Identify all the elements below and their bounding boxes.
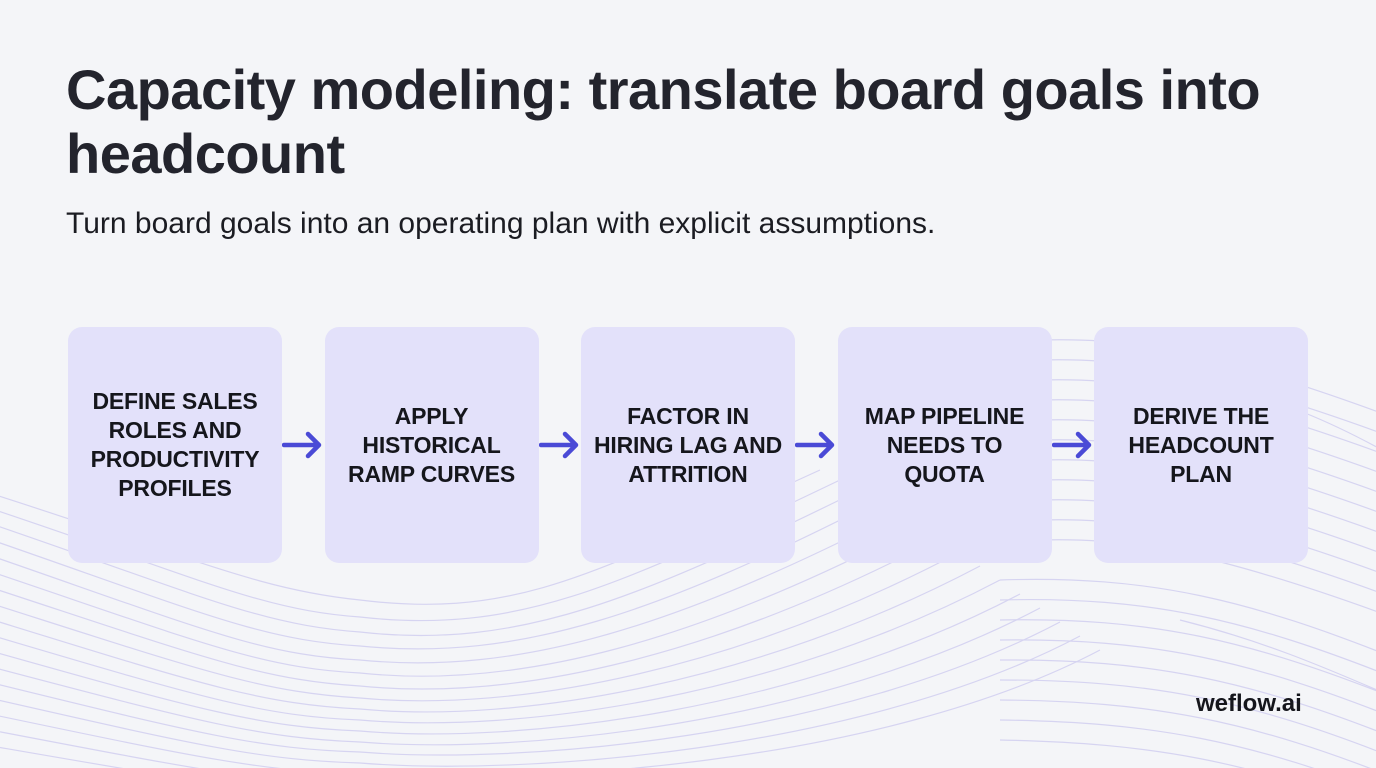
flow-step-ramp-curves: Apply historical ramp curves <box>324 327 539 563</box>
flow-step-headcount-plan: Derive the headcount plan <box>1094 327 1308 563</box>
page-subtitle: Turn board goals into an operating plan … <box>66 207 936 240</box>
arrow-right-icon <box>795 425 838 465</box>
arrow-right-icon <box>1051 425 1095 465</box>
flow-step-label: Map pipeline needs to quota <box>864 402 1025 487</box>
flow-step-pipeline-quota: Map pipeline needs to quota <box>837 327 1052 563</box>
flow-step-hiring-lag: Factor in hiring lag and attrition <box>581 327 795 563</box>
flow-step-define-roles: Define sales roles and productivity prof… <box>68 327 282 563</box>
flow-step-label: Factor in hiring lag and attrition <box>593 402 782 487</box>
flow-step-label: Derive the headcount plan <box>1128 402 1274 487</box>
flow-step-label: Apply historical ramp curves <box>348 402 515 487</box>
arrow-right-icon <box>282 425 325 465</box>
brand-logo-text: weflow.ai <box>1196 690 1302 717</box>
process-flow: Define sales roles and productivity prof… <box>68 327 1308 563</box>
arrow-right-icon <box>538 425 582 465</box>
page-title: Capacity modeling: translate board goals… <box>66 58 1261 185</box>
flow-step-label: Define sales roles and productivity prof… <box>90 388 260 501</box>
